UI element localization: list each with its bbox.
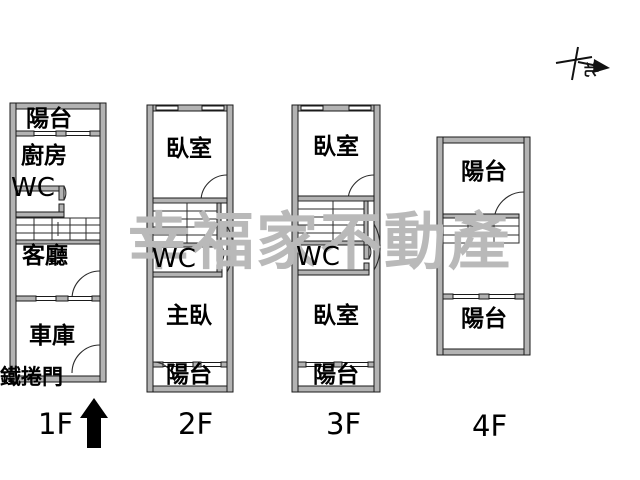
- room-label-1f-garage: 車庫: [29, 323, 75, 349]
- floorplan-3f: [291, 104, 381, 393]
- room-label-4f-balcony-upper: 陽台: [461, 159, 507, 185]
- room-label-2f-bedroom: 臥室: [166, 136, 212, 162]
- room-label-3f-bathroom: WC: [296, 242, 340, 272]
- floorplan-1f: [9, 102, 107, 383]
- floor-label-4f: 4F: [472, 409, 508, 443]
- room-label-3f-balcony: 陽台: [313, 362, 359, 388]
- room-label-1f-bathroom: WC: [11, 173, 55, 203]
- floorplan-4f: [436, 136, 531, 356]
- entry-direction-arrow: [80, 398, 108, 448]
- room-label-1f-rolling-door: 鐵捲門: [0, 365, 63, 389]
- room-label-2f-bathroom: WC: [152, 244, 196, 274]
- room-label-1f-balcony: 陽台: [26, 106, 72, 132]
- floor-label-1f: 1F: [38, 407, 74, 441]
- room-label-2f-balcony: 陽台: [166, 362, 212, 388]
- compass-icon: [555, 46, 610, 81]
- floor-label-2f: 2F: [178, 407, 214, 441]
- room-label-4f-balcony-lower: 陽台: [461, 306, 507, 332]
- floorplan-2f: [146, 104, 234, 393]
- floor-label-3f: 3F: [326, 407, 362, 441]
- room-label-2f-master-bedroom: 主臥: [166, 303, 212, 329]
- room-label-3f-bedroom-upper: 臥室: [313, 134, 359, 160]
- room-label-1f-living-room: 客廳: [22, 243, 68, 269]
- compass-north-label: 北: [582, 62, 600, 78]
- room-label-1f-kitchen: 廚房: [21, 143, 67, 169]
- room-label-3f-bedroom-lower: 臥室: [313, 303, 359, 329]
